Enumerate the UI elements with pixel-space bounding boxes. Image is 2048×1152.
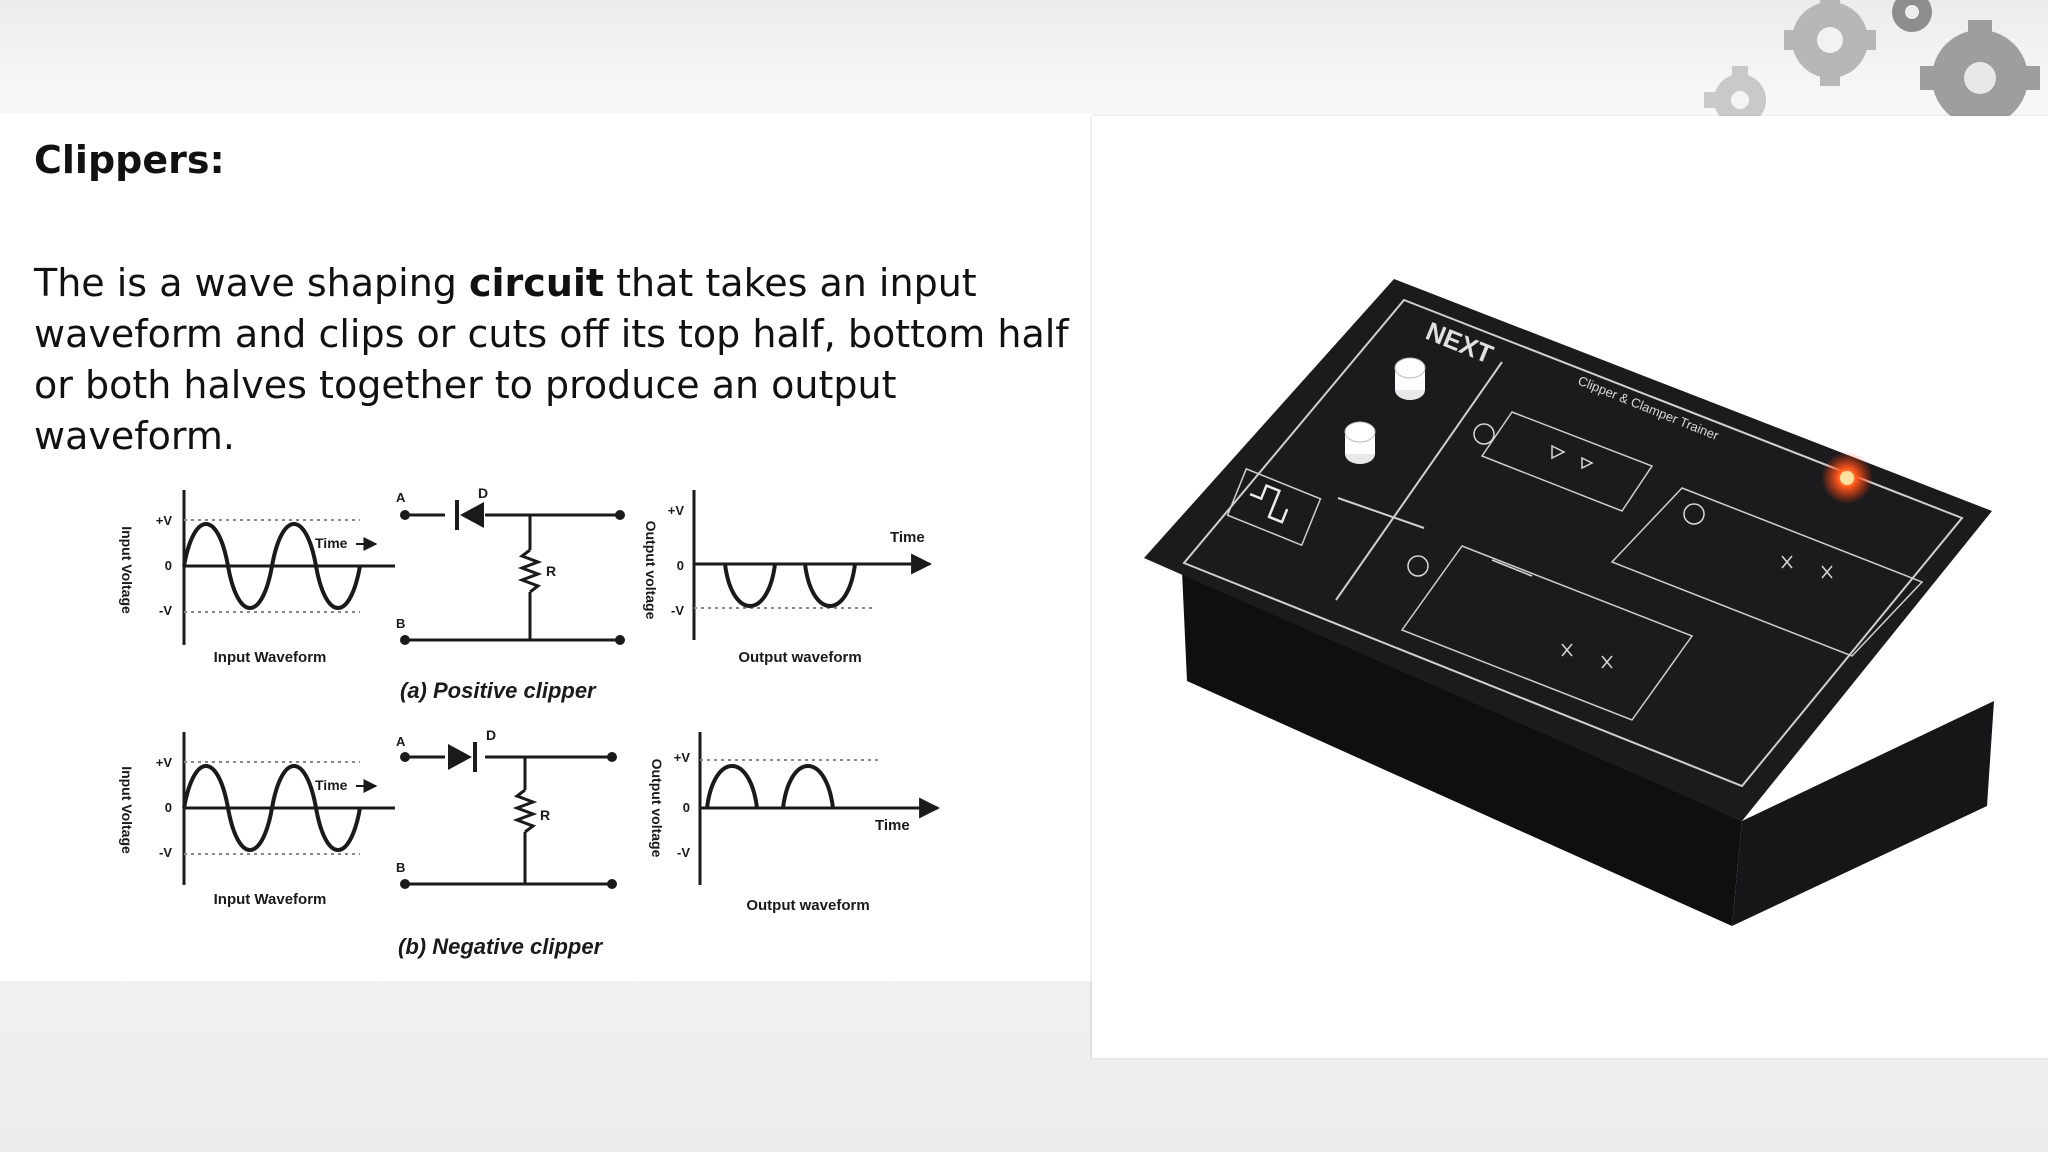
positive-clipper-caption: (a) Positive clipper bbox=[400, 678, 597, 703]
negative-terminal-out-bottom bbox=[607, 879, 617, 889]
gear-icon bbox=[1784, 0, 1876, 86]
positive-output-graph: Output voltage +V 0 -V Time Output wavef… bbox=[643, 490, 933, 666]
circuit-block-3 bbox=[1400, 545, 1694, 721]
negative-resistor-icon bbox=[512, 788, 538, 834]
positive-input-axis-title: Input Voltage bbox=[119, 526, 135, 614]
positive-output-clipped-wave bbox=[723, 563, 857, 608]
positive-input-time-label: Time bbox=[315, 535, 348, 551]
positive-input-plus-v: +V bbox=[156, 513, 173, 528]
positive-node-b-label: B bbox=[396, 616, 405, 631]
negative-output-zero: 0 bbox=[683, 800, 690, 815]
positive-output-axis-title: Output voltage bbox=[643, 521, 659, 620]
panel-divider-mid bbox=[1337, 497, 1425, 529]
gears-decoration bbox=[1704, 0, 2040, 118]
gear-icon bbox=[1892, 0, 1932, 32]
negative-clipper-circuit: A B D R (b) Negative clipper bbox=[396, 727, 617, 959]
negative-output-axis-title: Output voltage bbox=[649, 759, 665, 858]
positive-diode-label: D bbox=[478, 485, 488, 501]
slide-heading: Clippers: bbox=[34, 138, 225, 182]
positive-terminal-out-bottom bbox=[615, 635, 625, 645]
slide-body-text: The is a wave shaping circuit that takes… bbox=[34, 258, 1094, 462]
positive-resistor-icon bbox=[517, 548, 543, 594]
negative-node-a-label: A bbox=[396, 734, 406, 749]
knob-icon[interactable] bbox=[1394, 357, 1426, 400]
device-right-side bbox=[1732, 701, 1994, 926]
negative-output-plus-v: +V bbox=[674, 750, 691, 765]
gear-icon bbox=[1704, 66, 1766, 118]
negative-terminal-a bbox=[400, 752, 410, 762]
positive-clipper-group: Input Voltage +V 0 -V Time Input Wavefor… bbox=[119, 485, 933, 703]
body-text-bold-term: circuit bbox=[469, 261, 605, 305]
knob-icon[interactable] bbox=[1344, 421, 1376, 464]
power-led-icon bbox=[1840, 471, 1854, 485]
positive-terminal-out-top bbox=[615, 510, 625, 520]
positive-terminal-a bbox=[400, 510, 410, 520]
positive-output-zero: 0 bbox=[677, 558, 684, 573]
positive-clipper-circuit: A B D R (a) Positive clipper bbox=[396, 485, 625, 703]
positive-diode-icon bbox=[445, 500, 485, 530]
positive-output-plus-v: +V bbox=[668, 503, 685, 518]
text-panel bbox=[0, 113, 1092, 981]
positive-input-minus-v: -V bbox=[159, 603, 172, 618]
clipper-trainer-photo: NEXT Clipper & Clamper Trainer bbox=[1144, 279, 1994, 926]
circuit-block-1 bbox=[1480, 411, 1654, 512]
positive-input-zero: 0 bbox=[165, 558, 172, 573]
positive-input-graph: Input Voltage +V 0 -V Time Input Wavefor… bbox=[119, 490, 395, 666]
negative-terminal-b bbox=[400, 879, 410, 889]
positive-output-minus-v: -V bbox=[671, 603, 684, 618]
negative-input-axis-title: Input Voltage bbox=[119, 766, 135, 854]
negative-input-time-label: Time bbox=[315, 777, 348, 793]
positive-output-caption: Output waveform bbox=[738, 649, 861, 666]
positive-terminal-b bbox=[400, 635, 410, 645]
waveform-symbol-box bbox=[1226, 467, 1322, 547]
negative-output-time-label: Time bbox=[875, 817, 910, 834]
photo-panel: NEXT Clipper & Clamper Trainer bbox=[1092, 116, 2048, 1058]
component-marks bbox=[1407, 423, 1833, 669]
negative-output-graph: Output voltage +V 0 -V Time Output wavef… bbox=[649, 732, 941, 914]
body-text-part-2: that takes an input waveform and clips o… bbox=[34, 261, 1069, 458]
panel-divider-left bbox=[1335, 361, 1503, 601]
waveform-symbol bbox=[1249, 483, 1289, 524]
negative-input-sine-wave bbox=[182, 764, 362, 852]
positive-input-sine-wave bbox=[182, 522, 362, 610]
negative-diode-icon bbox=[445, 742, 485, 772]
positive-resistor-label: R bbox=[546, 563, 556, 579]
device-top-panel bbox=[1144, 279, 1992, 821]
negative-input-minus-v: -V bbox=[159, 845, 172, 860]
negative-node-b-label: B bbox=[396, 860, 405, 875]
negative-output-minus-v: -V bbox=[677, 845, 690, 860]
positive-node-a-label: A bbox=[396, 490, 406, 505]
circuit-block-2 bbox=[1610, 487, 1924, 657]
gear-icon bbox=[1920, 20, 2040, 118]
device-panel-frame bbox=[1182, 298, 1964, 788]
negative-input-plus-v: +V bbox=[156, 755, 173, 770]
negative-input-graph: Input Voltage +V 0 -V Time Input Wavefor… bbox=[119, 732, 395, 908]
negative-clipper-caption: (b) Negative clipper bbox=[398, 934, 604, 959]
negative-output-clipped-wave bbox=[705, 764, 835, 809]
positive-output-time-label: Time bbox=[890, 529, 925, 546]
clipper-diagram: Input Voltage +V 0 -V Time Input Wavefor… bbox=[119, 485, 941, 959]
negative-output-caption: Output waveform bbox=[746, 897, 869, 914]
negative-resistor-label: R bbox=[540, 807, 550, 823]
negative-diode-label: D bbox=[486, 727, 496, 743]
negative-terminal-out-top bbox=[607, 752, 617, 762]
negative-input-zero: 0 bbox=[165, 800, 172, 815]
positive-input-caption: Input Waveform bbox=[214, 649, 327, 666]
device-front-side bbox=[1182, 571, 1742, 926]
negative-input-caption: Input Waveform bbox=[214, 891, 327, 908]
body-text-part-1: The is a wave shaping bbox=[34, 261, 469, 305]
negative-clipper-group: Input Voltage +V 0 -V Time Input Wavefor… bbox=[119, 727, 941, 959]
